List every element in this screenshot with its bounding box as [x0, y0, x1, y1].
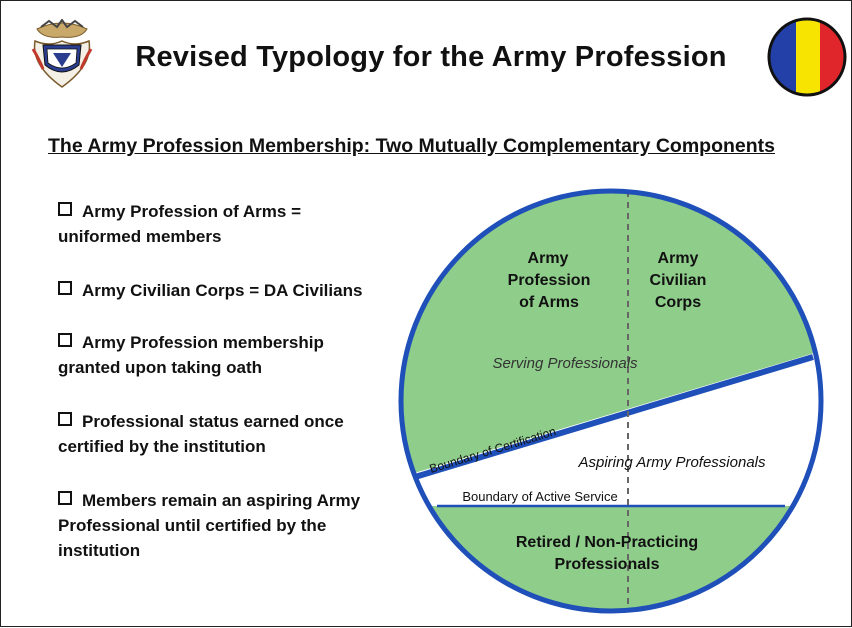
aspiring-label: Aspiring Army Professionals [577, 454, 766, 471]
label-line: Army [658, 250, 699, 267]
label-line: Professionals [555, 556, 660, 573]
army-seal-icon [31, 19, 93, 88]
bullet-item: Army Civilian Corps = DA Civilians [58, 278, 388, 303]
checkbox-icon [58, 491, 72, 505]
label-line: Army [528, 250, 569, 267]
bullet-text: Army Profession membership granted upon … [58, 333, 324, 377]
diagram-outline [398, 188, 824, 614]
certification-boundary-line [414, 354, 814, 480]
section-subtitle: The Army Profession Membership: Two Mutu… [48, 135, 776, 157]
serving-region [401, 191, 821, 483]
bullet-list: Army Profession of Arms = uniformed memb… [58, 199, 388, 592]
bullet-item: Army Profession of Arms = uniformed memb… [58, 199, 388, 249]
bullet-text: Members remain an aspiring Army Professi… [58, 491, 361, 560]
label-line: Profession [508, 272, 591, 289]
label-line: Corps [655, 294, 701, 311]
bullet-item: Professional status earned once certifie… [58, 409, 388, 459]
checkbox-icon [58, 202, 72, 216]
retired-label: Retired / Non-Practicing Professionals [516, 534, 698, 573]
label-line: of Arms [519, 294, 579, 311]
bullet-item: Army Profession membership granted upon … [58, 330, 388, 380]
bullet-item: Members remain an aspiring Army Professi… [58, 488, 388, 563]
bullet-text: Army Civilian Corps = DA Civilians [82, 281, 363, 300]
bullet-text: Army Profession of Arms = uniformed memb… [58, 202, 302, 246]
label-line: Retired / Non-Practicing [516, 534, 698, 551]
active-service-boundary-label: Boundary of Active Service [462, 489, 617, 504]
checkbox-icon [58, 281, 72, 295]
right-top-label: Army Civilian Corps [650, 250, 707, 311]
bullet-text: Professional status earned once certifie… [58, 412, 344, 456]
left-top-label: Army Profession of Arms [508, 250, 591, 311]
checkbox-icon [58, 412, 72, 426]
label-line: Civilian [650, 272, 707, 289]
serving-label: Serving Professionals [492, 355, 638, 372]
tricolor-emblem-icon [767, 17, 847, 97]
checkbox-icon [58, 333, 72, 347]
page-title: Revised Typology for the Army Profession [135, 41, 727, 73]
